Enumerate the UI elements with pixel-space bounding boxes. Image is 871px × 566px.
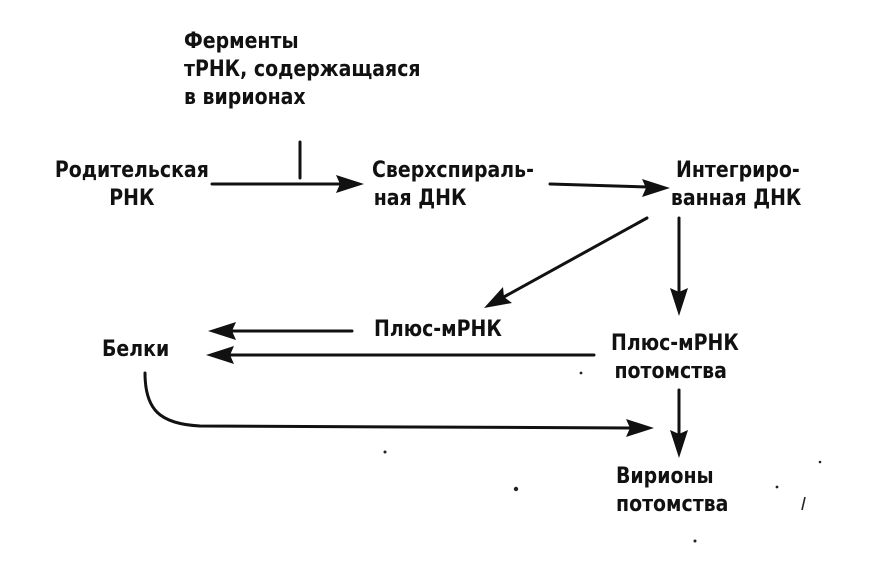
progeny-plus-mrna-line-1: Плюс-мРНК [611, 331, 739, 356]
node-proteins: Белки [102, 336, 169, 364]
arrow-plus-mrna-to-proteins [208, 322, 354, 340]
arrow-supercoiled-dna-to-integrated-dna [548, 179, 670, 197]
integrated-dna-line-2: ванная ДНК [670, 186, 802, 211]
node-supercoiled-dna: Сверхспираль- ная ДНК [372, 157, 534, 213]
progeny-virions-line-2: потомства [616, 492, 729, 517]
node-integrated-dna: Интегриро- ванная ДНК [671, 157, 802, 213]
enzymes-line-1: Ферменты [184, 29, 299, 54]
supercoiled-dna-line-2: ная ДНК [373, 186, 467, 211]
arrow-progeny-plus-mrna-to-progeny-virions [670, 388, 688, 458]
integrated-dna-line-1: Интегриро- [676, 158, 800, 183]
parent-rna-line-2: РНК [109, 186, 155, 211]
node-enzymes-trna: Ферменты тРНК, содержащаяся в вирионах [184, 28, 421, 112]
progeny-virions-line-1: Вирионы [616, 464, 714, 489]
node-progeny-virions: Вирионы потомства [616, 463, 728, 519]
node-parent-rna: Родительская РНК [48, 157, 216, 213]
arrow-integrated-dna-to-progeny-plus-mrna [670, 216, 688, 316]
proteins-label: Белки [102, 337, 170, 362]
arrow-parent-rna-to-supercoiled-dna [210, 175, 364, 193]
enzymes-line-3: в вирионах [184, 85, 306, 110]
node-progeny-plus-mrna: Плюс-мРНК потомства [611, 330, 739, 386]
enzymes-line-2: тРНК, содержащаяся [184, 57, 421, 82]
scan-specks [383, 371, 822, 543]
node-plus-mrna: Плюс-мРНК [374, 316, 502, 344]
arrow-integrated-dna-to-plus-mrna [484, 216, 649, 308]
parent-rna-line-1: Родительская [54, 158, 209, 183]
plus-mrna-label: Плюс-мРНК [374, 317, 502, 342]
arrow-progeny-plus-mrna-to-proteins [206, 346, 596, 364]
progeny-plus-mrna-line-2: потомства [614, 359, 727, 384]
supercoiled-dna-line-1: Сверхспираль- [372, 158, 534, 183]
arrow-proteins-to-progeny-virions [143, 371, 654, 437]
